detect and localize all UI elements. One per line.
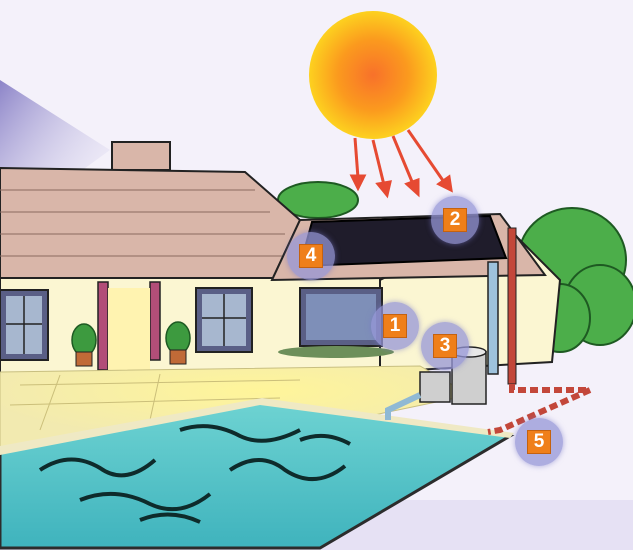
marker-5: 5 [515, 418, 563, 466]
porch-opening [108, 288, 150, 370]
marker-1-label: 1 [383, 314, 407, 338]
potted-plant-right [166, 322, 190, 364]
marker-2: 2 [431, 196, 479, 244]
pipe-hot-vertical [508, 228, 516, 384]
marker-1: 1 [371, 302, 419, 350]
potted-plant-left [72, 324, 96, 366]
chimney [112, 142, 170, 170]
main-roof [0, 168, 300, 280]
hedge [278, 346, 394, 358]
marker-3: 3 [421, 322, 469, 370]
marker-3-label: 3 [433, 334, 457, 358]
marker-4: 4 [287, 232, 335, 280]
window-middle [196, 288, 252, 352]
window-left [0, 290, 48, 360]
marker-5-label: 5 [527, 430, 551, 454]
marker-2-label: 2 [443, 208, 467, 232]
door-post-left [98, 282, 108, 370]
window-right-large [300, 288, 382, 346]
downspout-blue [488, 262, 498, 374]
door-post-middle [150, 282, 160, 360]
marker-4-label: 4 [299, 244, 323, 268]
sun [309, 11, 437, 139]
